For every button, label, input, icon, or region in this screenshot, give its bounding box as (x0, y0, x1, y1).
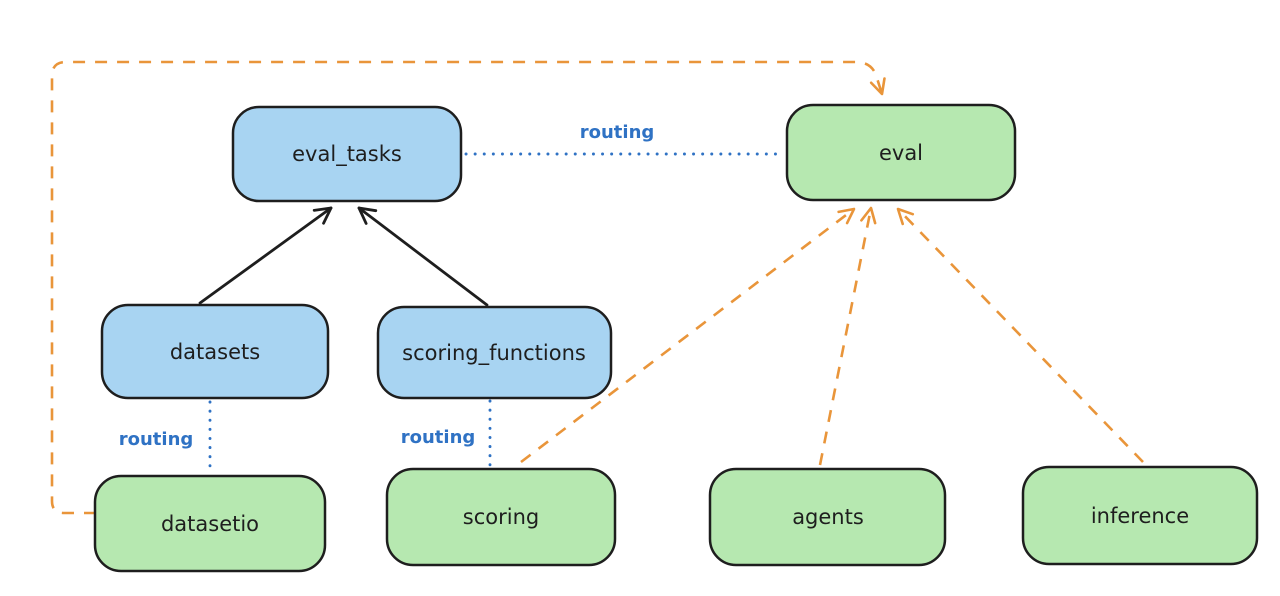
node-eval-tasks: eval_tasks (231, 105, 463, 203)
node-datasetio: datasetio (93, 474, 327, 573)
node-inference-box (1021, 465, 1259, 566)
node-agents-box (708, 467, 947, 567)
node-agents-label: agents (792, 505, 864, 529)
node-scoring-box (385, 467, 617, 567)
routing-label-datasets-datasetio: routing (119, 429, 194, 450)
node-datasets: datasets (100, 303, 330, 400)
node-eval-tasks-label: eval_tasks (292, 142, 402, 167)
node-inference-label: inference (1091, 504, 1189, 528)
nodes: eval_tasks eval datasets scoring_functio… (93, 103, 1259, 573)
routing-label-eval-tasks-eval: routing (580, 122, 655, 143)
routing-label-scoring-functions-scoring: routing (401, 427, 476, 448)
node-datasetio-box (93, 474, 327, 573)
node-eval-box (785, 103, 1017, 202)
node-datasets-box (100, 303, 330, 400)
edges (50, 60, 1144, 515)
edge-datasets-to-eval-tasks (198, 206, 333, 305)
node-scoring-label: scoring (463, 505, 539, 529)
edge-scoring-functions-to-eval-tasks (357, 206, 489, 307)
node-eval-label: eval (879, 141, 923, 165)
node-scoring: scoring (385, 467, 617, 567)
node-datasetio-label: datasetio (161, 512, 259, 536)
edge-labels: routing routing routing (119, 122, 655, 450)
edge-scoring-to-eval (520, 207, 856, 464)
node-eval-tasks-box (231, 105, 463, 203)
node-scoring-functions: scoring_functions (376, 305, 613, 400)
node-datasets-label: datasets (170, 340, 260, 364)
node-eval: eval (785, 103, 1017, 202)
edge-agents-to-eval (818, 206, 877, 466)
edge-datasetio-to-eval (50, 60, 886, 515)
node-agents: agents (708, 467, 947, 567)
node-scoring-functions-box (376, 305, 613, 400)
node-scoring-functions-label: scoring_functions (402, 341, 586, 366)
node-inference: inference (1021, 465, 1259, 566)
edge-inference-to-eval (896, 207, 1144, 463)
